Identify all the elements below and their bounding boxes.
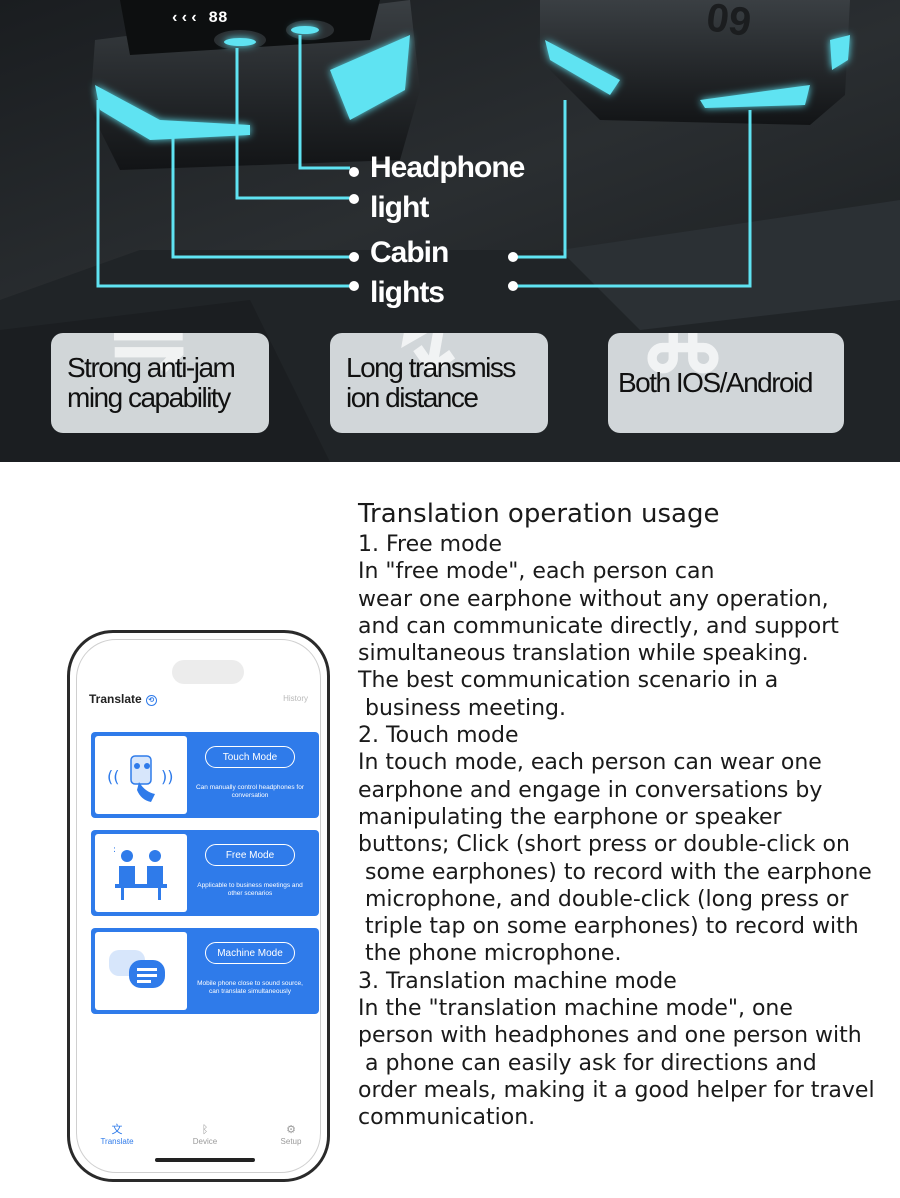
tab-translate[interactable]: 文 Translate <box>87 1124 147 1146</box>
callout-dots <box>349 167 518 291</box>
instruction-line: order meals, making it a good helper for… <box>358 1077 875 1103</box>
cabin-lights-label: Cabin lights <box>370 236 449 309</box>
touch-mode-card[interactable]: (( )) Touch Mode Can manually control he… <box>91 732 319 818</box>
instruction-line: 1. Free mode <box>358 532 503 557</box>
instructions-title: Translation operation usage <box>358 499 720 529</box>
touch-mode-illustration: (( )) <box>95 736 187 814</box>
translate-icon: 文 <box>111 1124 123 1136</box>
app-tab-bar: 文 Translate ᛒ Device ⚙ Setup <box>77 1124 320 1152</box>
instruction-line: 2. Touch mode <box>358 723 519 749</box>
instruction-line: microphone, and double-click (long press… <box>358 886 849 912</box>
instruction-line: manipulating the earphone or speaker <box>358 804 782 830</box>
free-mode-button[interactable]: Free Mode <box>205 844 295 866</box>
home-indicator <box>155 1158 255 1162</box>
svg-text:)): )) <box>161 767 173 786</box>
gear-icon: ⚙ <box>286 1124 296 1136</box>
instruction-line: In the "translation machine mode", one <box>358 996 793 1022</box>
bluetooth-icon: ᛒ <box>201 1124 209 1136</box>
feature-transmission-distance: ↯ Long transmiss ion distance <box>330 333 548 433</box>
instruction-line: simultaneous translation while speaking. <box>358 641 809 667</box>
product-banner: ‹‹‹ 88 09 <box>0 0 900 462</box>
tab-setup[interactable]: ⚙ Setup <box>261 1124 320 1146</box>
callout-lines <box>96 35 752 288</box>
instruction-line: earphone and engage in conversations by <box>358 777 823 803</box>
machine-mode-card[interactable]: Machine Mode Mobile phone close to sound… <box>91 928 319 1014</box>
instruction-line: communication. <box>358 1105 536 1131</box>
dynamic-island <box>172 660 244 684</box>
headphone-light-label: Headphone light <box>370 151 525 224</box>
touch-mode-button[interactable]: Touch Mode <box>205 746 295 768</box>
instruction-line: 3. Translation machine mode <box>358 968 677 994</box>
machine-mode-description: Mobile phone close to sound source, can … <box>197 980 303 995</box>
touch-mode-description: Can manually control headphones for conv… <box>195 784 305 799</box>
feature-anti-jamming: ⇋ Strong anti-jam ming capability <box>51 333 269 433</box>
case-label: 09 <box>704 0 754 45</box>
instruction-line: triple tap on some earphones) to record … <box>358 914 859 940</box>
instruction-line: a phone can easily ask for directions an… <box>358 1050 817 1076</box>
instruction-line: wear one earphone without any operation, <box>358 586 829 612</box>
machine-mode-button[interactable]: Machine Mode <box>205 942 295 964</box>
svg-text:((: (( <box>107 767 119 786</box>
translation-instructions: Translation operation usage 1. Free mode… <box>358 497 900 1132</box>
case-battery-display: ‹‹‹ 88 <box>170 9 228 27</box>
instruction-line: In "free mode", each person can <box>358 559 715 585</box>
instruction-line: the phone microphone. <box>358 941 622 967</box>
apple-android-icon: ⌘ <box>638 333 728 392</box>
instruction-line: person with headphones and one person wi… <box>358 1023 862 1049</box>
instruction-line: buttons; Click (short press or double-cl… <box>358 832 850 858</box>
free-mode-card[interactable]: : Free Mode Applicable to business meeti… <box>91 830 319 916</box>
svg-text::: : <box>113 845 116 855</box>
instruction-line: some earphones) to record with the earph… <box>358 859 872 885</box>
instruction-line: and can communicate directly, and suppor… <box>358 613 839 639</box>
instruction-line: business meeting. <box>358 695 567 721</box>
tab-device[interactable]: ᛒ Device <box>175 1124 235 1146</box>
history-link[interactable]: History <box>283 694 308 703</box>
free-mode-description: Applicable to business meetings and othe… <box>197 882 303 897</box>
instruction-line: The best communication scenario in a <box>358 668 779 694</box>
app-title: Translate⟲ <box>89 692 157 706</box>
machine-mode-illustration <box>95 932 187 1010</box>
free-mode-illustration: : <box>95 834 187 912</box>
phone-mockup: Translate⟲ History (( )) Touch Mode Can … <box>67 630 330 1182</box>
phone-screen: Translate⟲ History (( )) Touch Mode Can … <box>76 639 321 1173</box>
translate-info-icon: ⟲ <box>145 695 157 706</box>
instruction-line: In touch mode, each person can wear one <box>358 750 822 776</box>
cabin-lights-glow <box>95 26 850 140</box>
feature-ios-android: ⌘ Both IOS/Android <box>608 333 844 433</box>
